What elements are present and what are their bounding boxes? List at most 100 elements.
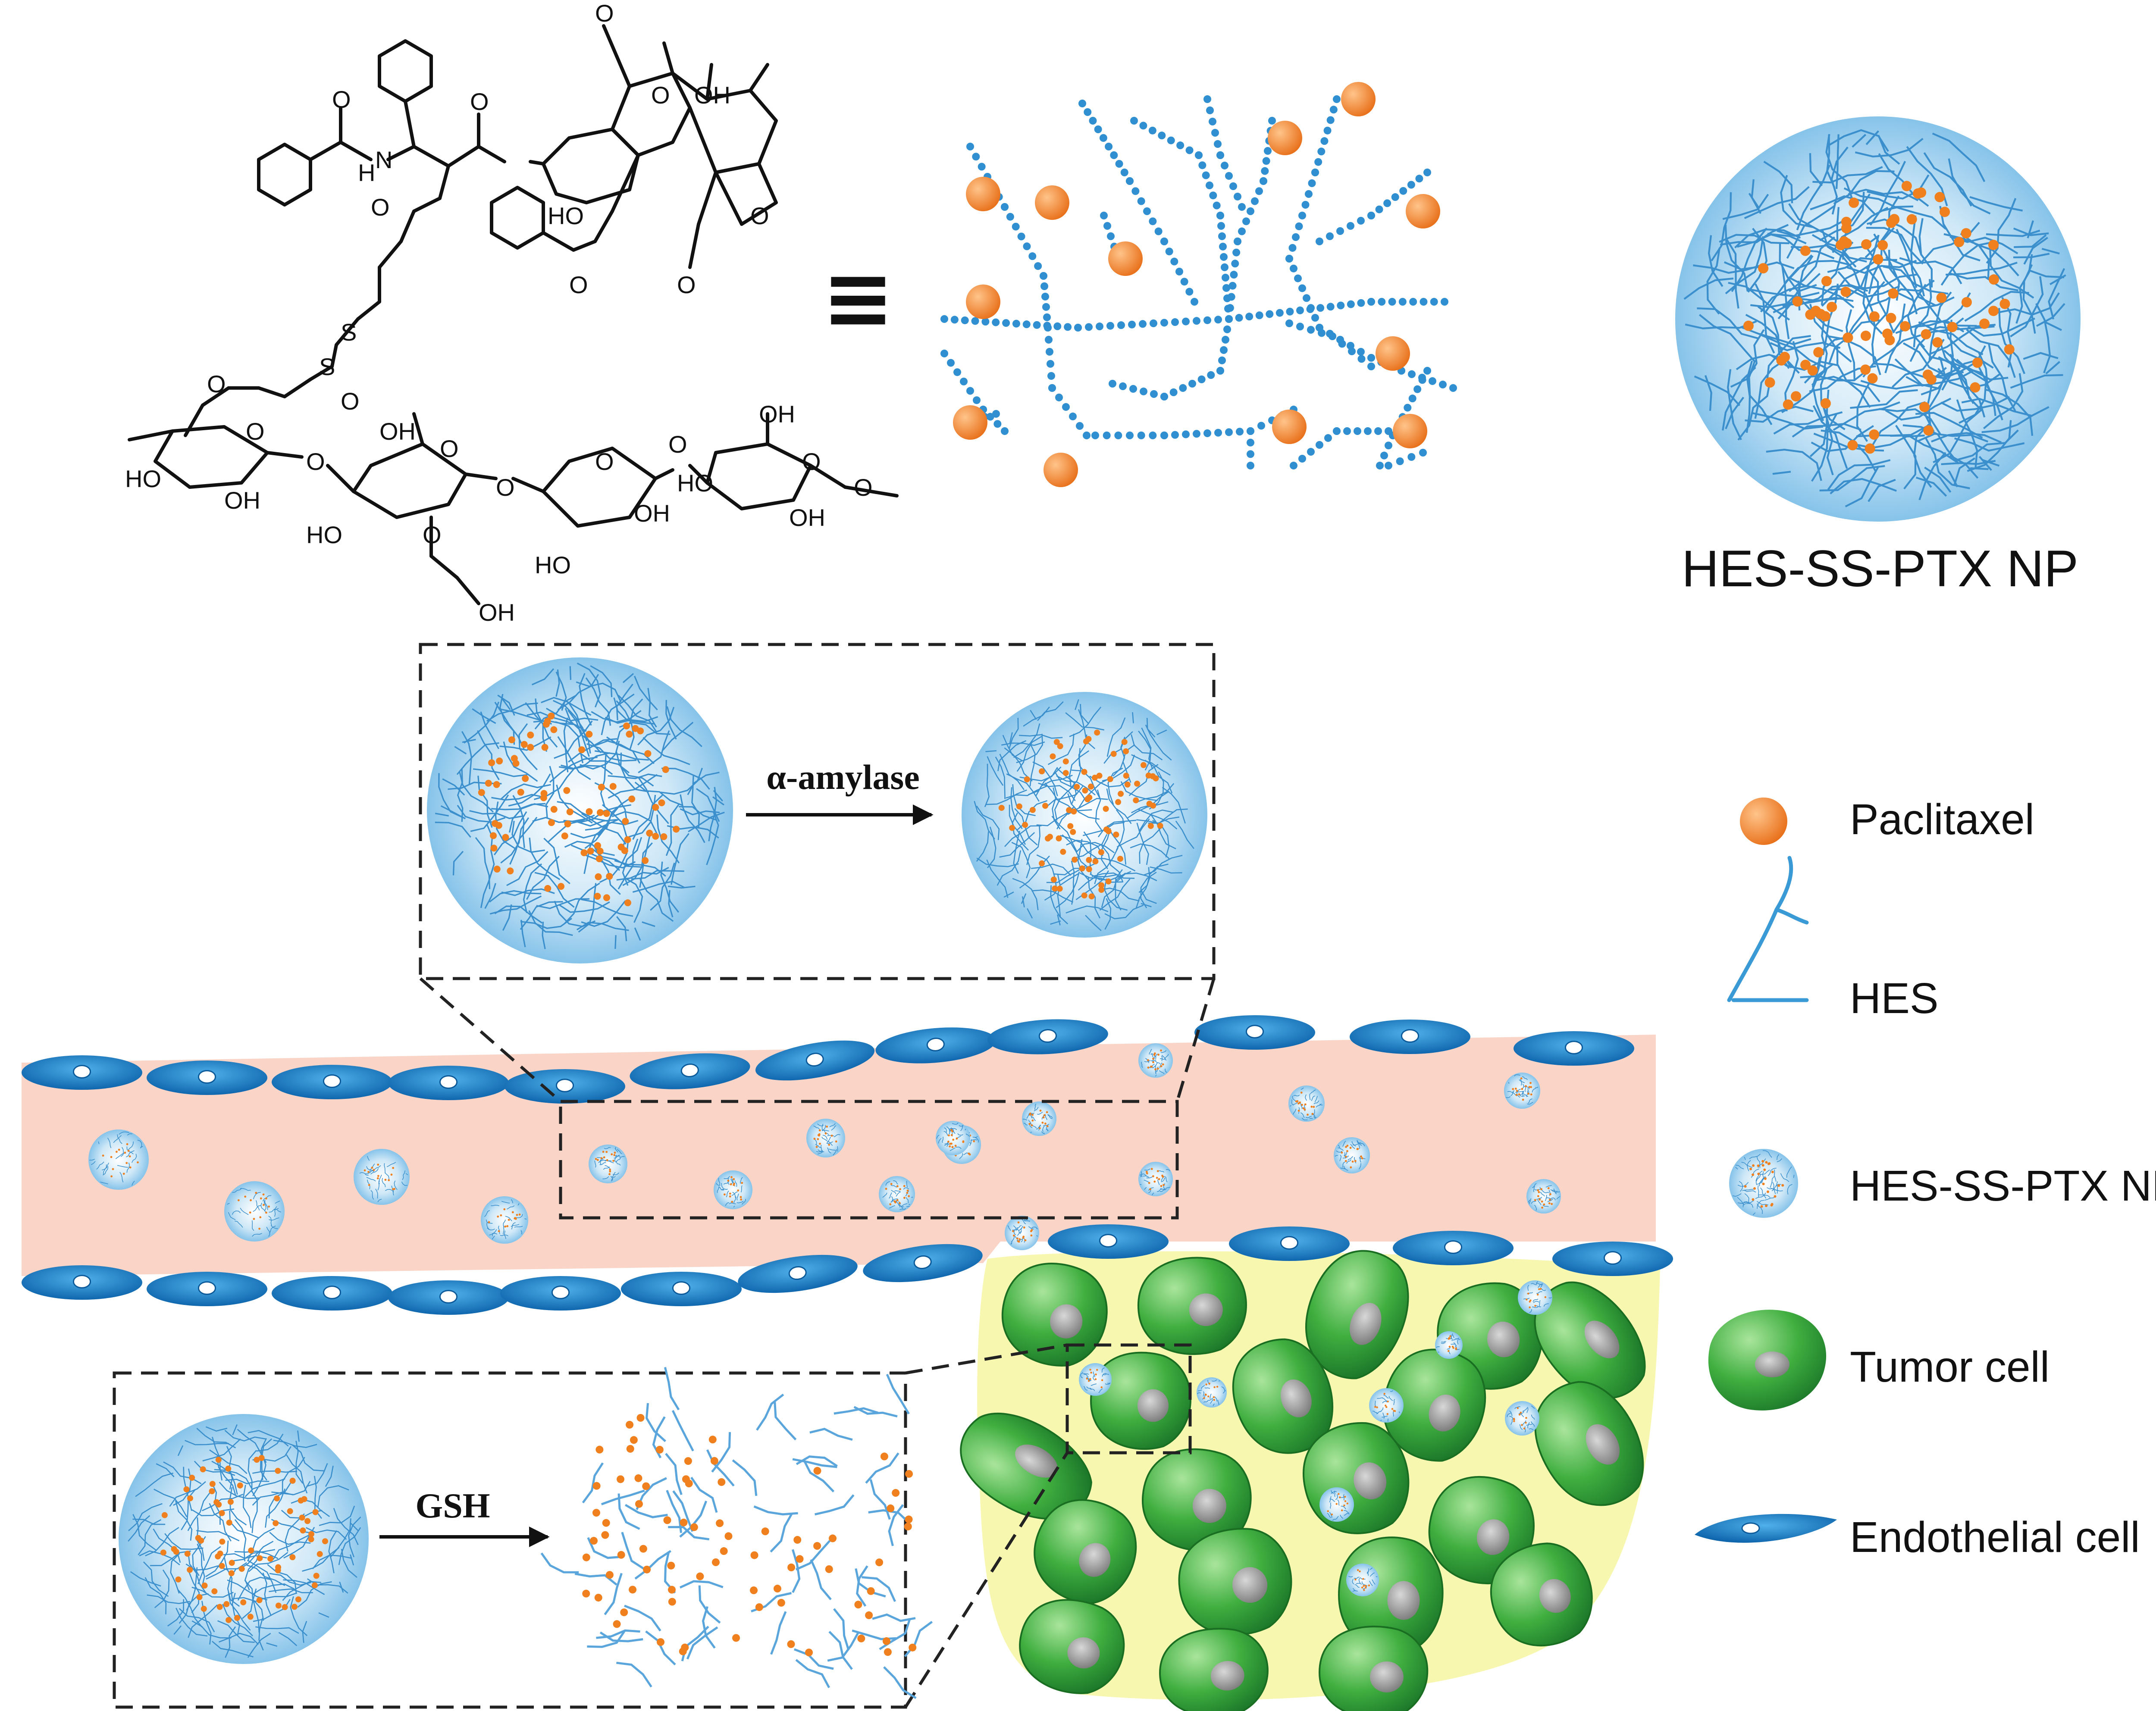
hes-fibre <box>1780 175 1814 228</box>
hes-fibre <box>1351 1141 1356 1147</box>
vessel-zoom-frame <box>559 1100 1179 1220</box>
released-paclitaxel <box>711 1558 720 1566</box>
hes-fibre <box>350 1554 354 1566</box>
released-hes-fragment <box>671 1410 694 1451</box>
paclitaxel-dot <box>1039 768 1045 775</box>
hes-fibre <box>1827 459 1891 491</box>
paclitaxel-dot <box>1343 1504 1345 1507</box>
hes-fibre <box>1140 1174 1143 1177</box>
hes-bead <box>1320 137 1329 145</box>
paclitaxel-dot <box>225 1465 232 1472</box>
hes-fibre <box>1892 338 1945 388</box>
hes-bead <box>1114 432 1122 439</box>
paclitaxel-dot <box>662 766 669 773</box>
hes-fibre <box>1301 1117 1308 1120</box>
hes-fibre <box>1135 783 1175 803</box>
paclitaxel-dot <box>541 744 548 751</box>
paclitaxel-dot <box>1513 1417 1515 1420</box>
hes-fibre <box>733 1205 735 1208</box>
hes-fibre <box>188 1604 218 1638</box>
paclitaxel-dot <box>1391 1408 1394 1410</box>
hes-fibre <box>486 702 538 722</box>
hes-fibre <box>1529 1309 1532 1313</box>
hes-fibre <box>1106 717 1126 757</box>
hes-bead <box>1262 157 1270 165</box>
hes-fibre <box>1327 1513 1332 1518</box>
hes-bead <box>1367 298 1375 306</box>
hes-fibre <box>1928 358 1946 427</box>
hes-fibre <box>615 1160 621 1166</box>
paclitaxel-dot <box>1338 1493 1340 1495</box>
hes-fibre <box>890 1185 897 1188</box>
paclitaxel-dot <box>244 1195 247 1198</box>
hes-fibre <box>1012 878 1039 910</box>
hes-fibre <box>1060 835 1097 859</box>
hes-fibre <box>196 1428 236 1448</box>
paclitaxel-dot <box>729 1195 731 1198</box>
paclitaxel-dot <box>1861 239 1872 250</box>
hes-bead <box>1171 318 1179 326</box>
zoom-connector-line <box>905 1343 1068 1375</box>
hes-bead <box>953 368 961 376</box>
paclitaxel-dot <box>1356 1148 1359 1150</box>
paclitaxel-dot <box>213 1499 220 1505</box>
hes-bead <box>1198 161 1206 169</box>
endothelial-cell <box>1048 1224 1169 1259</box>
hes-fibre <box>1536 1281 1538 1284</box>
hes-fibre <box>1534 1204 1537 1211</box>
released-hes-fragment <box>815 1494 855 1516</box>
paclitaxel-dot <box>1160 1065 1163 1067</box>
chemical-atom-labels: O H N O O O OH HO O O O O S S O O O HO O… <box>125 0 873 626</box>
paclitaxel-dot <box>885 1188 887 1190</box>
paclitaxel-dot <box>275 1602 282 1609</box>
hes-fibre <box>1763 161 1793 203</box>
hes-fibre <box>1532 1298 1539 1302</box>
hes-fibre <box>594 1160 596 1168</box>
hes-bead <box>1333 427 1341 435</box>
hes-fibre <box>1028 766 1062 795</box>
hes-fibre <box>1722 366 1756 431</box>
hes-fibre <box>1535 1086 1539 1089</box>
hes-bead <box>1043 313 1051 321</box>
paclitaxel-dot <box>175 1576 182 1583</box>
hes-fibre <box>1044 873 1079 901</box>
hes-fibre <box>1144 1187 1147 1190</box>
hes-fibre <box>98 1141 100 1145</box>
endothelial-nucleus <box>197 1070 216 1084</box>
hes-fibre <box>1923 152 1972 207</box>
hes-fibre <box>386 1162 396 1167</box>
released-paclitaxel <box>590 1537 598 1545</box>
paclitaxel-dot <box>906 1189 909 1192</box>
hes-fibre <box>528 910 573 936</box>
hes-fibre <box>987 826 997 868</box>
hes-fibre <box>1925 438 1970 489</box>
hes-fibre <box>1042 1126 1045 1132</box>
hes-fibre <box>607 1160 614 1164</box>
hes-fibre <box>225 1626 236 1658</box>
hes-fibre <box>1867 174 1930 200</box>
hes-fibre <box>734 1180 737 1187</box>
paclitaxel-dot <box>1815 309 1826 319</box>
hes-fibre <box>504 1230 507 1239</box>
hes-bead <box>1380 451 1388 460</box>
released-paclitaxel <box>813 1542 821 1550</box>
hes-bead <box>1385 462 1392 469</box>
hes-fibre <box>1393 1399 1395 1405</box>
paclitaxel-dot <box>1521 1088 1523 1090</box>
hes-fibre <box>1953 457 1976 486</box>
paclitaxel-dot <box>723 1193 726 1196</box>
hes-fibre <box>1812 166 1883 184</box>
paclitaxel-dot <box>1376 1406 1378 1408</box>
released-paclitaxel <box>905 1515 913 1523</box>
paclitaxel-dot <box>595 855 603 863</box>
paclitaxel-dot <box>550 806 558 813</box>
paclitaxel-dot <box>1513 1420 1515 1422</box>
legend-label-np: HES-SS-PTX NP <box>1850 1162 2156 1210</box>
hes-fibre <box>1357 1140 1362 1144</box>
equivalence-symbol: ≡ <box>822 248 894 348</box>
paclitaxel-dot <box>1146 801 1153 807</box>
hes-fibre <box>1153 1062 1158 1068</box>
hes-bead <box>1017 232 1025 241</box>
hes-fibre <box>1208 1398 1213 1401</box>
hes-fibre <box>1155 1054 1158 1060</box>
